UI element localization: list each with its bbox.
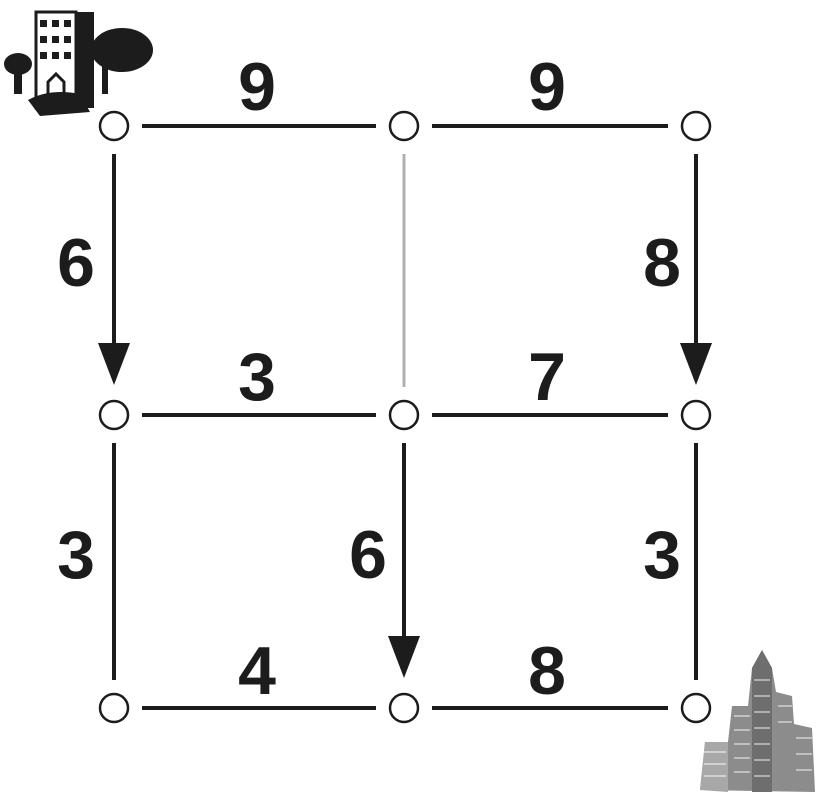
weight-labels: 9 9 6 8 3 7 3 6 3 4 8 xyxy=(57,49,681,709)
node-e xyxy=(390,401,418,429)
node-h xyxy=(390,694,418,722)
edge-e-h-weight: 6 xyxy=(349,517,387,593)
edge-e-h-arrowhead xyxy=(388,636,420,678)
edge-d-e-weight: 3 xyxy=(238,339,276,415)
edge-c-f-arrowhead xyxy=(680,343,712,385)
node-f xyxy=(682,401,710,429)
edge-c-f xyxy=(680,154,712,385)
node-d xyxy=(100,401,128,429)
node-g xyxy=(100,694,128,722)
edge-h-i-weight: 8 xyxy=(528,633,566,709)
edge-e-f-weight: 7 xyxy=(528,339,566,415)
edge-a-d xyxy=(98,154,130,385)
node-i xyxy=(682,694,710,722)
node-a xyxy=(100,112,128,140)
edge-c-f-weight: 8 xyxy=(643,225,681,301)
edge-f-i-weight: 3 xyxy=(643,517,681,593)
edge-a-b-weight: 9 xyxy=(238,49,276,125)
edge-g-h-weight: 4 xyxy=(238,633,276,709)
node-b xyxy=(390,112,418,140)
node-c xyxy=(682,112,710,140)
edge-a-d-arrowhead xyxy=(98,343,130,385)
skyscraper-icon xyxy=(700,650,815,792)
edge-b-c-weight: 9 xyxy=(528,49,566,125)
edge-e-h xyxy=(388,443,420,678)
building-with-tree-icon xyxy=(4,12,153,116)
edge-d-g-weight: 3 xyxy=(57,517,95,593)
edge-a-d-weight: 6 xyxy=(57,225,95,301)
